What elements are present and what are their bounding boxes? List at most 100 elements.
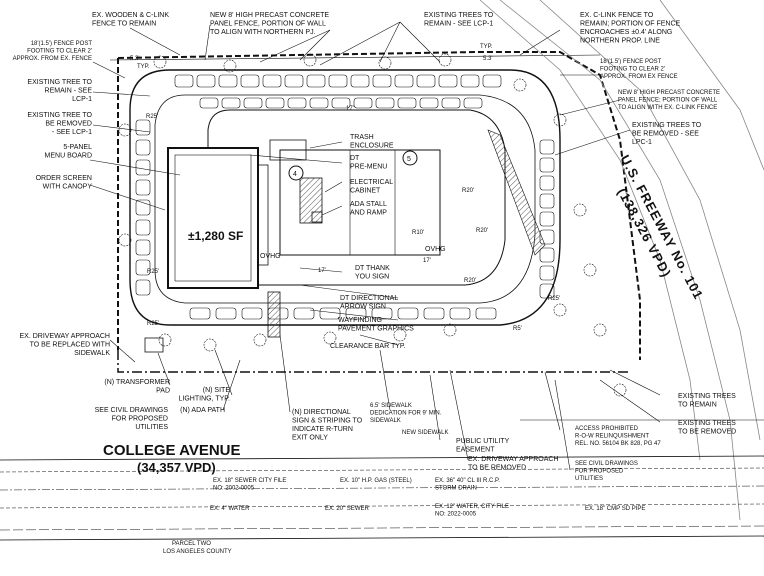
parking-stall (482, 74, 502, 88)
parking-stall (135, 279, 151, 296)
parking-stall (218, 74, 238, 88)
parking-stall (438, 74, 458, 88)
callout-cmp: EX. 18" CMP SD PIPE (585, 506, 645, 512)
parking-stall (371, 307, 393, 320)
parking-stall (174, 74, 194, 88)
parking-stall (539, 139, 555, 155)
college-avenue-label: COLLEGE AVENUE (103, 442, 241, 459)
parking-stall (135, 159, 151, 176)
parking-stall (196, 74, 216, 88)
college-vpd-label: (34,357 VPD) (137, 460, 216, 475)
parking-stall (539, 211, 555, 227)
callout-markers: 4 5 OVHG (288, 150, 446, 253)
dimensions: 5.3' 5.3' 17' 17' 17' TYP. TYP. (130, 44, 493, 274)
typ-left: TYP. (137, 64, 150, 70)
parking-stall (221, 97, 241, 109)
leader-lines (89, 21, 661, 471)
parking-stall (394, 74, 414, 88)
drive-aisle (129, 69, 561, 326)
svg-text:PARCEL TWO: PARCEL TWO (172, 541, 211, 547)
parking-stall (215, 307, 237, 320)
tree-icon (393, 328, 407, 342)
tree-icon (443, 323, 457, 337)
parking-stall (265, 97, 285, 109)
landscape-island (207, 109, 546, 286)
radius-label: R25' (147, 321, 159, 327)
ovhg-left-label: OVHG (260, 253, 281, 260)
parking-stall (135, 219, 151, 236)
dim-right: 5.3' (483, 56, 493, 62)
ovhg-right-label: OVHG (425, 246, 446, 253)
tree-icon (223, 59, 237, 73)
parking-stall (135, 199, 151, 216)
callout-storm: EX. 36" 40" CL III R.C.P.STORM DRAIN (435, 478, 500, 492)
parking-stall (539, 247, 555, 263)
tree-icon (303, 53, 317, 67)
radius-label: R20' (464, 278, 476, 284)
parcel-text: PARCEL TWO LOS ANGELES COUNTY (163, 541, 232, 555)
parking-stall (287, 97, 307, 109)
parking-stall (135, 239, 151, 256)
tree-icon (323, 331, 337, 345)
tree-icon (513, 78, 527, 92)
building-area-label: ±1,280 SF (188, 229, 243, 243)
parking-stall (416, 74, 436, 88)
tree-icon (118, 233, 132, 247)
trees (118, 53, 627, 397)
drive-thru-lanes (144, 139, 441, 353)
dim-17c: 17' (346, 106, 354, 112)
parking-stall (293, 307, 315, 320)
parking-stall (353, 97, 373, 109)
parking-stall (306, 74, 326, 88)
parking-stall (397, 307, 419, 320)
parking-stall (539, 283, 555, 299)
parking-stall (375, 97, 395, 109)
parking-stall (189, 307, 211, 320)
freeway-edge (479, 0, 764, 521)
parking-stall (135, 179, 151, 196)
radius-label: R20' (476, 228, 488, 234)
parking-stall (135, 119, 151, 136)
parking-stall (463, 97, 483, 109)
parking-stall (539, 175, 555, 191)
radius-labels: R25' R20' R10' R25' R25' R25' R20' R20' … (146, 114, 560, 332)
parking-stall (328, 74, 348, 88)
parking-stall (449, 307, 471, 320)
tree-icon (593, 323, 607, 337)
parking-stall (284, 74, 304, 88)
dim-17a: 17' (318, 268, 326, 274)
tree-icon (573, 203, 587, 217)
radius-label: R10' (412, 230, 424, 236)
parking-stall (460, 74, 480, 88)
tree-icon (378, 56, 392, 70)
tree-icon (203, 338, 217, 352)
parking-stall (262, 74, 282, 88)
callout-sewer20: EX. 20" SEWER (325, 506, 369, 512)
parking-stall (397, 97, 417, 109)
